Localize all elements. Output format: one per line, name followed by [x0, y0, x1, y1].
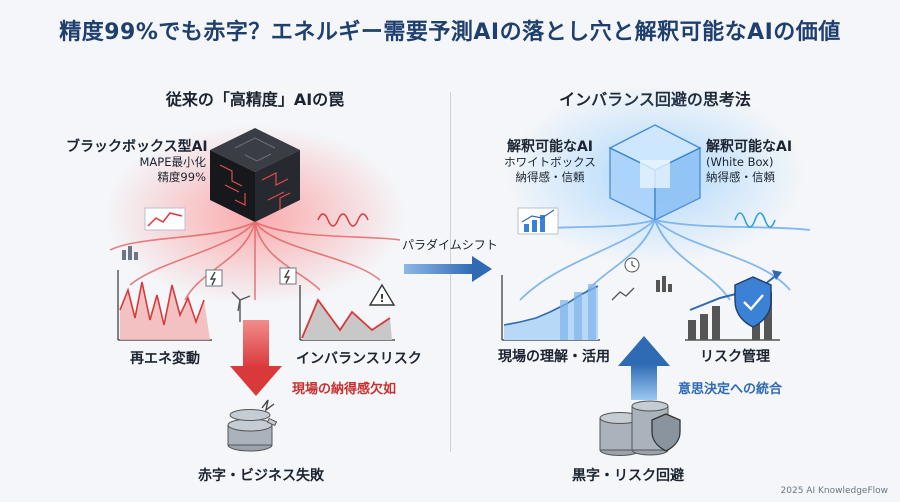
xai-right-title: 解釈可能なAI	[706, 139, 793, 155]
xai-right-line1: (White Box)	[706, 155, 774, 169]
blackbox-caption: ブラックボックス型AI MAPE最小化 精度99%	[66, 139, 208, 185]
field-usage-chart	[501, 275, 600, 341]
blackbox-title: ブラックボックス型AI	[66, 139, 208, 155]
bar-mini-icon	[122, 246, 138, 260]
failure-arrow	[230, 320, 282, 396]
imbalance-risk-label: インバランスリスク	[296, 351, 422, 367]
blackbox-line2: 精度99%	[157, 170, 206, 184]
bar-chart-icon	[517, 207, 559, 235]
shield-check-icon	[734, 276, 772, 328]
waveform-icon	[317, 213, 369, 227]
renewable-volatility-chart	[117, 270, 212, 341]
xai-left-line2: 納得感・信頼	[515, 170, 585, 184]
xai-left-caption: 解釈可能なAI ホワイトボックス 納得感・信頼	[490, 140, 610, 185]
field-use-label: 現場の理解・活用	[498, 349, 610, 365]
paradigm-shift-arrow	[404, 256, 492, 282]
blackbox-line1: MAPE最小化	[139, 155, 207, 169]
lack-acceptance-label: 現場の納得感欠如	[292, 382, 397, 397]
mini-bars-icon	[656, 276, 672, 292]
footer-credit: 2025 AI KnowledgeFlow	[780, 486, 888, 496]
lightning-icon	[205, 267, 297, 287]
clock-icon	[624, 257, 640, 273]
imbalance-risk-chart: !	[299, 283, 396, 341]
xai-right-caption: 解釈可能なAI (White Box) 納得感・信頼	[706, 140, 826, 185]
left-outcome-label: 赤字・ビジネス失敗	[198, 468, 324, 484]
integration-label: 意思決定への統合	[678, 382, 783, 397]
svg-text:!: !	[379, 292, 384, 305]
red-data-streams	[109, 221, 401, 301]
trend-icon	[611, 287, 635, 301]
left-heading: 従来の「高精度」AIの罠	[165, 90, 345, 109]
paradigm-shift-label: パラダイムシフト	[402, 238, 498, 252]
renewable-label: 再エネ変動	[130, 351, 200, 367]
mini-chart-icon	[144, 207, 186, 231]
signal-wave-icon	[734, 212, 776, 228]
xai-left-title: 解釈可能なAI	[506, 139, 594, 155]
success-arrow	[618, 336, 670, 400]
risk-mgmt-label: リスク管理	[700, 349, 770, 365]
wind-turbine-icon	[231, 291, 251, 322]
broken-coins-icon	[227, 399, 278, 452]
right-outcome-label: 黒字・リスク回避	[572, 468, 684, 484]
xai-left-line1: ホワイトボックス	[504, 155, 596, 169]
coins-shield-icon	[599, 400, 681, 456]
xai-right-line2: 納得感・信頼	[706, 170, 775, 184]
blue-data-streams	[519, 219, 811, 301]
page-title: 精度99%でも赤字？エネルギー需要予測AIの落とし穴と解釈可能なAIの価値	[59, 20, 841, 45]
